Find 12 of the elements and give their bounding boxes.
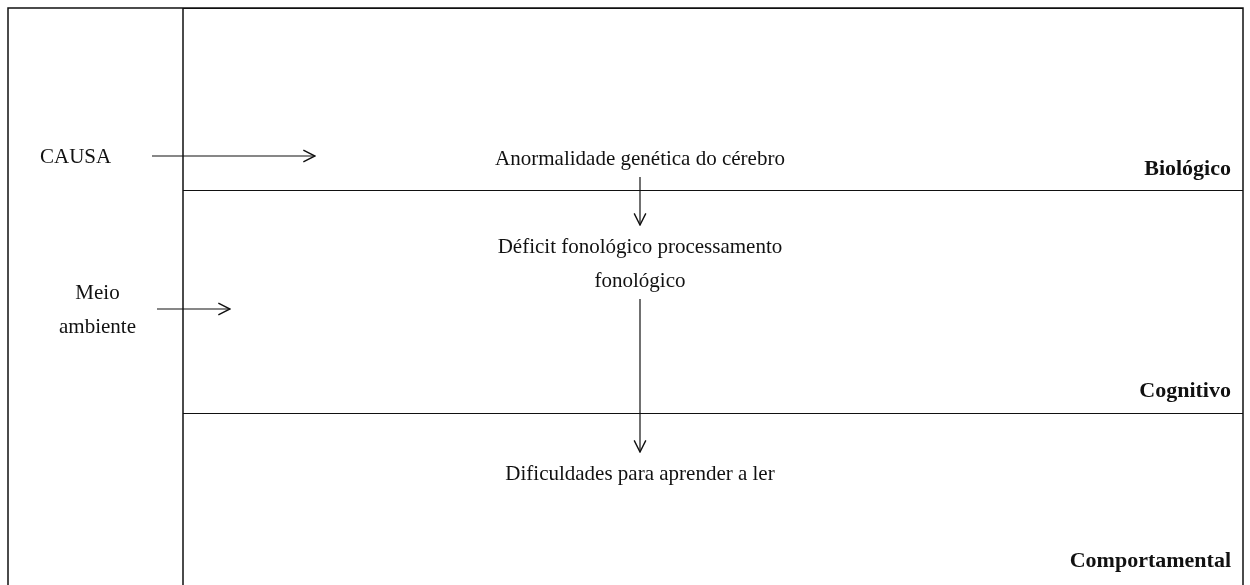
text-label: Anormalidade genética do cérebro: [430, 141, 850, 175]
band-heading: Biológico: [1144, 155, 1231, 181]
arrow: [151, 149, 316, 163]
text-label: Déficit fonológico processamento fonológico: [490, 229, 790, 297]
arrow: [156, 302, 231, 316]
arrow: [633, 176, 647, 226]
band-heading: Comportamental: [1069, 547, 1231, 573]
text-label: CAUSA: [40, 139, 150, 173]
text-label: Meio ambiente: [40, 275, 155, 343]
text-label: Dificuldades para aprender a ler: [490, 456, 790, 490]
band-heading: Cognitivo: [1139, 377, 1231, 403]
arrow: [633, 298, 647, 453]
